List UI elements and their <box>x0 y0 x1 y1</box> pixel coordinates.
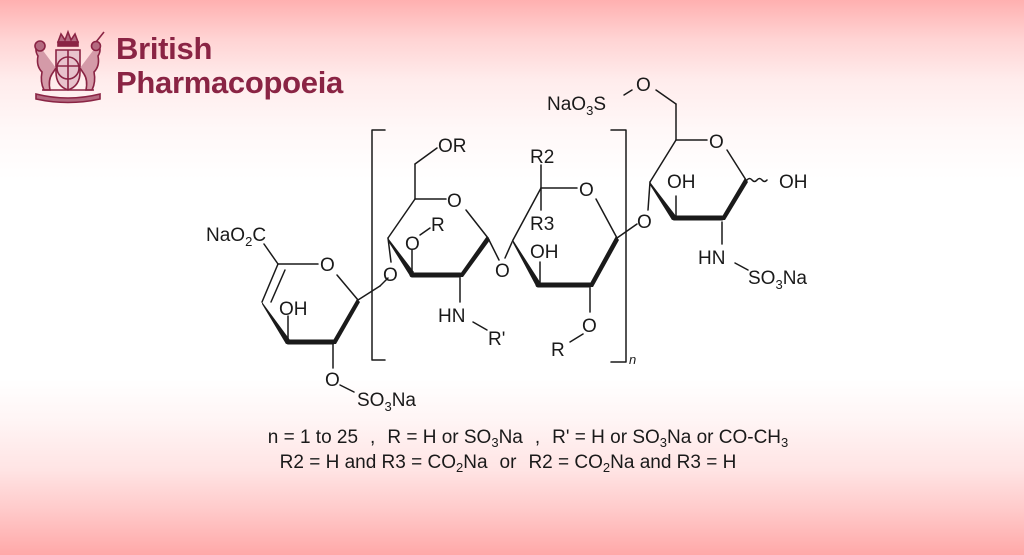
caption-line-1: n = 1 to 25, R = H or SO3Na, R' = H or SO3… <box>16 427 1024 449</box>
atom-label: O <box>320 255 335 276</box>
atom-label: OH <box>530 242 559 263</box>
atom-label: SO3Na <box>748 268 807 292</box>
separator: , <box>370 427 376 448</box>
atom-label: O <box>582 316 597 337</box>
atom-label: O <box>383 265 398 286</box>
brand-line-2: Pharmacopoeia <box>116 65 343 100</box>
r-prime-definition: R' = H or SO3Na or CO-CH3 <box>552 427 789 450</box>
british-pharmacopoeia-logo: British Pharmacopoeia <box>28 28 343 104</box>
atom-label: OH <box>667 172 696 193</box>
atom-label: O <box>636 75 651 96</box>
atom-label: R2 <box>530 147 554 168</box>
r-definition: R = H or SO3Na <box>387 427 523 450</box>
r2-r3-option-2: R2 = CO2Na and R3 = H <box>528 452 737 475</box>
atom-label: R <box>431 215 445 236</box>
atom-label: O <box>447 191 462 212</box>
atom-label: HN <box>698 248 725 269</box>
atom-label: O <box>637 212 652 233</box>
atom-label: O <box>709 132 724 153</box>
atom-label: R' <box>488 329 505 350</box>
atom-label: O <box>579 180 594 201</box>
atom-label: O <box>325 370 340 391</box>
atom-label: R <box>551 340 565 361</box>
atom-label: SO3Na <box>357 390 416 414</box>
atom-label: NaO3S <box>547 94 606 118</box>
royal-coat-of-arms-icon <box>34 29 105 104</box>
n-definition: n = 1 to 25 <box>267 427 359 448</box>
separator: , <box>534 427 541 448</box>
atom-label: R3 <box>530 214 554 235</box>
atom-label: O <box>405 234 420 255</box>
or-connector: or <box>499 452 517 473</box>
atom-label: OH <box>279 299 308 320</box>
atom-label: O <box>495 261 510 282</box>
repeat-subscript-n: n <box>629 352 636 367</box>
caption-line-2: R2 = H and R3 = CO2Na or R2 = CO2Na and R3… <box>0 452 1020 474</box>
r2-r3-option-1: R2 = H and R3 = CO2Na <box>279 452 488 475</box>
atom-label: HN <box>438 306 465 327</box>
atom-label: OH <box>779 172 808 193</box>
atom-label: NaO2C <box>206 225 266 249</box>
brand-wordmark: British Pharmacopoeia <box>116 32 343 100</box>
brand-line-1: British <box>116 31 213 66</box>
atom-label: OR <box>438 136 467 157</box>
